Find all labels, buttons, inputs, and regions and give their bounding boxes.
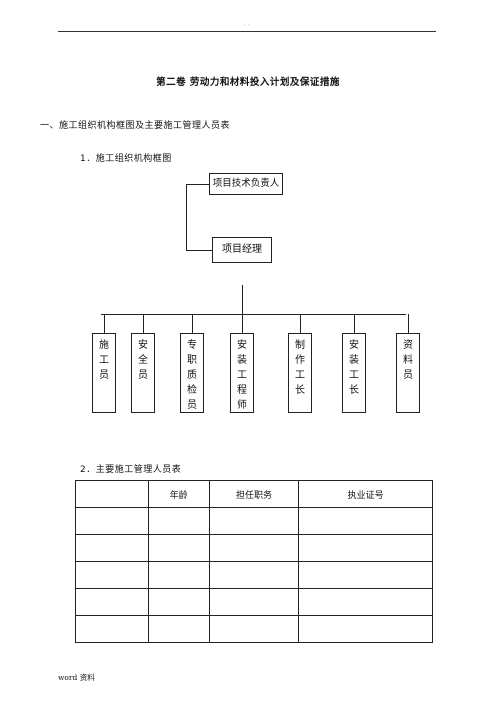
org-node-char: 职: [187, 355, 197, 366]
table-cell: [75, 615, 149, 643]
connector-line: [143, 314, 144, 333]
table-cell: [147, 615, 210, 643]
table-cell: [75, 588, 149, 616]
org-node-char: 检: [187, 385, 197, 396]
org-node-char: 长: [349, 385, 359, 396]
table-row: [75, 561, 433, 589]
connector-line: [104, 314, 105, 333]
org-node-char: 工: [237, 370, 247, 381]
org-node-char: 工: [99, 355, 109, 366]
connector-line: [300, 314, 301, 333]
table-header-cell: 执业证号: [298, 480, 433, 508]
org-node-technical-lead: 项目技术负责人: [209, 173, 283, 195]
org-node-char: 程: [237, 385, 247, 396]
connector-line: [354, 314, 355, 333]
org-node-char: 师: [237, 400, 247, 411]
org-node-char: 全: [138, 355, 148, 366]
connector-branch: [101, 314, 406, 315]
org-node-char: 员: [403, 370, 413, 381]
org-node-char: 施: [99, 340, 109, 351]
table-header-cell: [75, 480, 149, 508]
org-node-char: 料: [403, 355, 413, 366]
table-row: [75, 534, 433, 562]
org-node-char: 作: [295, 355, 305, 366]
connector-line: [408, 314, 409, 333]
table-cell: [298, 561, 433, 589]
connector-line: [192, 314, 193, 333]
staff-table: 年龄担任职务执业证号: [75, 480, 433, 643]
table-cell: [147, 561, 210, 589]
section-heading: 一、施工组织机构框图及主要施工管理人员表: [40, 121, 231, 131]
org-node-char: 制: [295, 340, 305, 351]
table-cell: [75, 534, 149, 562]
connector-line: [186, 184, 187, 250]
footer-text: word 资料: [58, 673, 95, 682]
table-header-cell: 担任职务: [208, 480, 300, 508]
table-cell: [208, 588, 300, 616]
table-cell: [147, 534, 210, 562]
org-node-char: 专: [187, 340, 197, 351]
org-node-char: 员: [138, 370, 148, 381]
table-cell: [298, 534, 433, 562]
org-node-project-manager: 项目经理: [212, 237, 272, 263]
table-cell: [208, 507, 300, 535]
table-cell: [75, 561, 149, 589]
org-node-unit: 施工员: [92, 333, 116, 413]
table-row: [75, 507, 433, 535]
subsection-staff-table-heading: 2．主要施工管理人员表: [80, 465, 182, 475]
org-node-char: 质: [187, 370, 197, 381]
org-node-char: 装: [237, 355, 247, 366]
header-rule: [58, 31, 436, 32]
table-header-row: 年龄担任职务执业证号: [75, 480, 433, 508]
org-node-char: 工: [349, 370, 359, 381]
org-node-char: 工: [295, 370, 305, 381]
table-cell: [147, 588, 210, 616]
org-node-char: 装: [349, 355, 359, 366]
org-node-char: 长: [295, 385, 305, 396]
table-cell: [208, 615, 300, 643]
org-node-unit: 专职质检员: [180, 333, 204, 413]
org-node-char: 安: [349, 340, 359, 351]
table-cell: [147, 507, 210, 535]
connector-line: [186, 184, 209, 185]
org-node-char: 安: [237, 340, 247, 351]
table-cell: [298, 507, 433, 535]
page-title: 第二卷 劳动力和材料投入计划及保证措施: [156, 77, 340, 88]
table-cell: [208, 534, 300, 562]
org-node-char: 资: [403, 340, 413, 351]
org-node-unit: 安装工长: [342, 333, 366, 413]
org-node-char: 员: [187, 400, 197, 411]
connector-line: [242, 285, 243, 314]
org-node-char: 安: [138, 340, 148, 351]
org-node-unit: 安全员: [131, 333, 155, 413]
table-header-cell: 年龄: [147, 480, 210, 508]
org-node-char: 员: [99, 370, 109, 381]
table-cell: [298, 588, 433, 616]
subsection-org-chart-heading: 1．施工组织机构框图: [80, 154, 172, 164]
table-row: [75, 588, 433, 616]
connector-line: [242, 314, 243, 333]
table-cell: [298, 615, 433, 643]
org-node-unit: 制作工长: [288, 333, 312, 413]
table-cell: [75, 507, 149, 535]
table-row: [75, 615, 433, 643]
org-node-unit: 安装工程师: [230, 333, 254, 413]
connector-line: [186, 250, 212, 251]
header-dots: . .: [244, 20, 250, 27]
table-cell: [208, 561, 300, 589]
org-node-unit: 资料员: [396, 333, 420, 413]
